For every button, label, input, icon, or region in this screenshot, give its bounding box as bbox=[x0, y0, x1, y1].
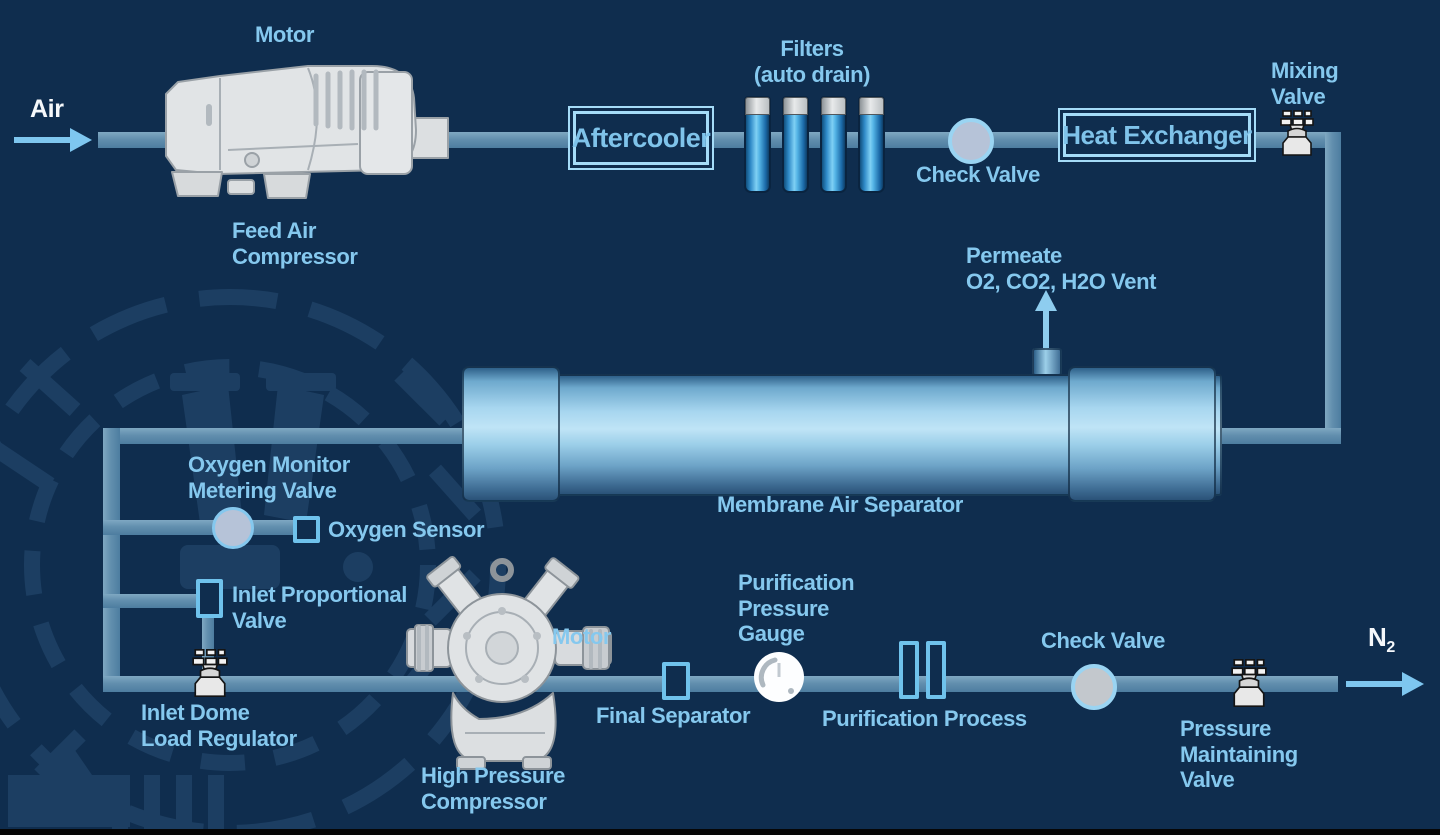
oxygen-monitor-metering-valve-label: Oxygen Monitor Metering Valve bbox=[188, 452, 350, 503]
high-pressure-compressor-illustration bbox=[406, 555, 612, 770]
permeate-vent-nozzle bbox=[1032, 348, 1062, 376]
filter-cartridge-1 bbox=[744, 96, 771, 193]
oxygen-monitor-metering-valve bbox=[212, 507, 254, 549]
inlet-dome-load-regulator-icon bbox=[192, 649, 228, 697]
hp-motor-label: Motor bbox=[552, 624, 612, 649]
check-valve-top bbox=[948, 118, 994, 164]
n2-outlet-arrowhead bbox=[1402, 672, 1424, 696]
purification-pressure-gauge bbox=[754, 652, 804, 702]
filter-cartridge-4 bbox=[858, 96, 885, 193]
inlet-proportional-valve-symbol bbox=[196, 579, 223, 618]
pipe-right-down-run bbox=[1325, 132, 1341, 444]
heat-exchanger-label: Heat Exchanger bbox=[1062, 119, 1252, 150]
air-inlet-label: Air bbox=[30, 95, 64, 123]
feed-air-compressor-illustration bbox=[165, 65, 449, 199]
permeate-vent-arrow bbox=[1043, 310, 1049, 354]
pipe-return-to-separator bbox=[1215, 428, 1341, 444]
oxygen-sensor-label: Oxygen Sensor bbox=[328, 517, 485, 542]
background-watermark-compressor bbox=[0, 289, 506, 835]
air-inlet-arrowhead bbox=[70, 128, 92, 152]
pressure-maintaining-valve-label: Pressure Maintaining Valve bbox=[1180, 716, 1298, 793]
high-pressure-compressor-label: High Pressure Compressor bbox=[421, 763, 565, 814]
inlet-dome-load-regulator-label: Inlet Dome Load Regulator bbox=[141, 700, 297, 751]
filter-cartridge-2 bbox=[782, 96, 809, 193]
air-inlet-arrow bbox=[14, 137, 72, 143]
membrane-separator-left-cap bbox=[462, 366, 560, 502]
feed-air-compressor-label: Feed Air Compressor bbox=[232, 218, 358, 269]
check-valve-top-label: Check Valve bbox=[915, 162, 1041, 187]
purification-pressure-gauge-label: Purification Pressure Gauge bbox=[738, 570, 855, 647]
purification-process-vessel-2 bbox=[926, 641, 946, 699]
n2-outlet-label: N2 bbox=[1368, 622, 1395, 657]
oxygen-sensor-symbol bbox=[293, 516, 320, 543]
pipe-inlet-valve-branch bbox=[103, 594, 200, 608]
inlet-proportional-valve-label: Inlet Proportional Valve bbox=[232, 582, 407, 633]
filters-label: Filters (auto drain) bbox=[753, 36, 871, 87]
permeate-vent-label: Permeate O2, CO2, H2O Vent bbox=[966, 243, 1157, 294]
aftercooler-box: Aftercooler bbox=[568, 106, 714, 170]
motor-label-top: Motor bbox=[255, 22, 315, 47]
membrane-separator-right-cap bbox=[1068, 366, 1216, 502]
mixing-valve-label: Mixing Valve bbox=[1271, 58, 1339, 109]
pipe-left-vertical-run bbox=[103, 428, 120, 692]
purification-process-label: Purification Process bbox=[822, 706, 1027, 731]
mixing-valve-icon bbox=[1280, 110, 1314, 156]
purification-process-vessel-1 bbox=[899, 641, 919, 699]
heat-exchanger-box: Heat Exchanger bbox=[1058, 108, 1256, 162]
final-separator-label: Final Separator bbox=[596, 703, 751, 728]
membrane-separator-label: Membrane Air Separator bbox=[717, 492, 963, 517]
pipe-oxygen-branch bbox=[103, 520, 296, 535]
bottom-edge-bar bbox=[0, 829, 1440, 835]
n2-outlet-arrow bbox=[1346, 681, 1404, 687]
check-valve-bottom bbox=[1071, 664, 1117, 710]
permeate-vent-arrowhead bbox=[1035, 290, 1057, 311]
check-valve-bottom-label: Check Valve bbox=[1040, 628, 1166, 653]
pipe-separator-out-left bbox=[103, 428, 470, 444]
aftercooler-label: Aftercooler bbox=[571, 122, 711, 153]
final-separator-symbol bbox=[662, 662, 690, 700]
pipe-bottom-run bbox=[103, 676, 1338, 692]
filter-cartridge-3 bbox=[820, 96, 847, 193]
pressure-maintaining-valve-icon bbox=[1231, 659, 1267, 707]
